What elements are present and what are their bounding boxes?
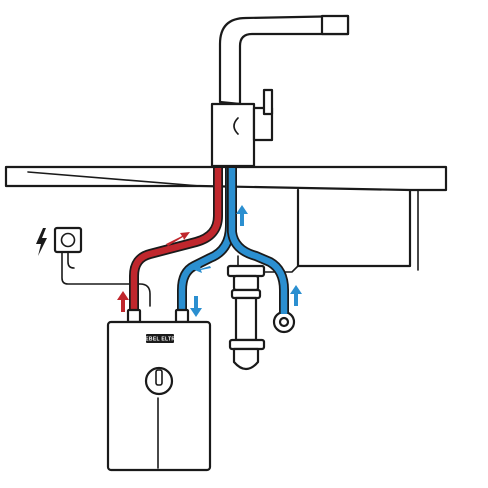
cold-flow-arrow-up-mid [236,205,248,226]
sink-basin [237,188,419,273]
cold-flow-arrow-up-right [290,285,302,306]
cold-flow-arrow-left [192,265,211,273]
angle-valve [272,310,296,334]
cold-flow-arrow-down [190,296,202,317]
power-cable [61,251,151,307]
brand-label: STIEBEL ELTRON [137,334,184,343]
brand-text: STIEBEL ELTRON [137,337,184,343]
hot-water-pipe [129,168,223,312]
power-socket-icon [53,226,83,269]
cold-water-supply-pipe [227,168,289,314]
water-heater [106,308,212,472]
lightning-bolt-icon [36,228,47,256]
drain-siphon [226,264,266,371]
kitchen-faucet [210,14,350,168]
temperature-knob [144,366,174,396]
hot-flow-arrow-upper [166,232,190,246]
hot-flow-arrow-lower [117,291,129,312]
